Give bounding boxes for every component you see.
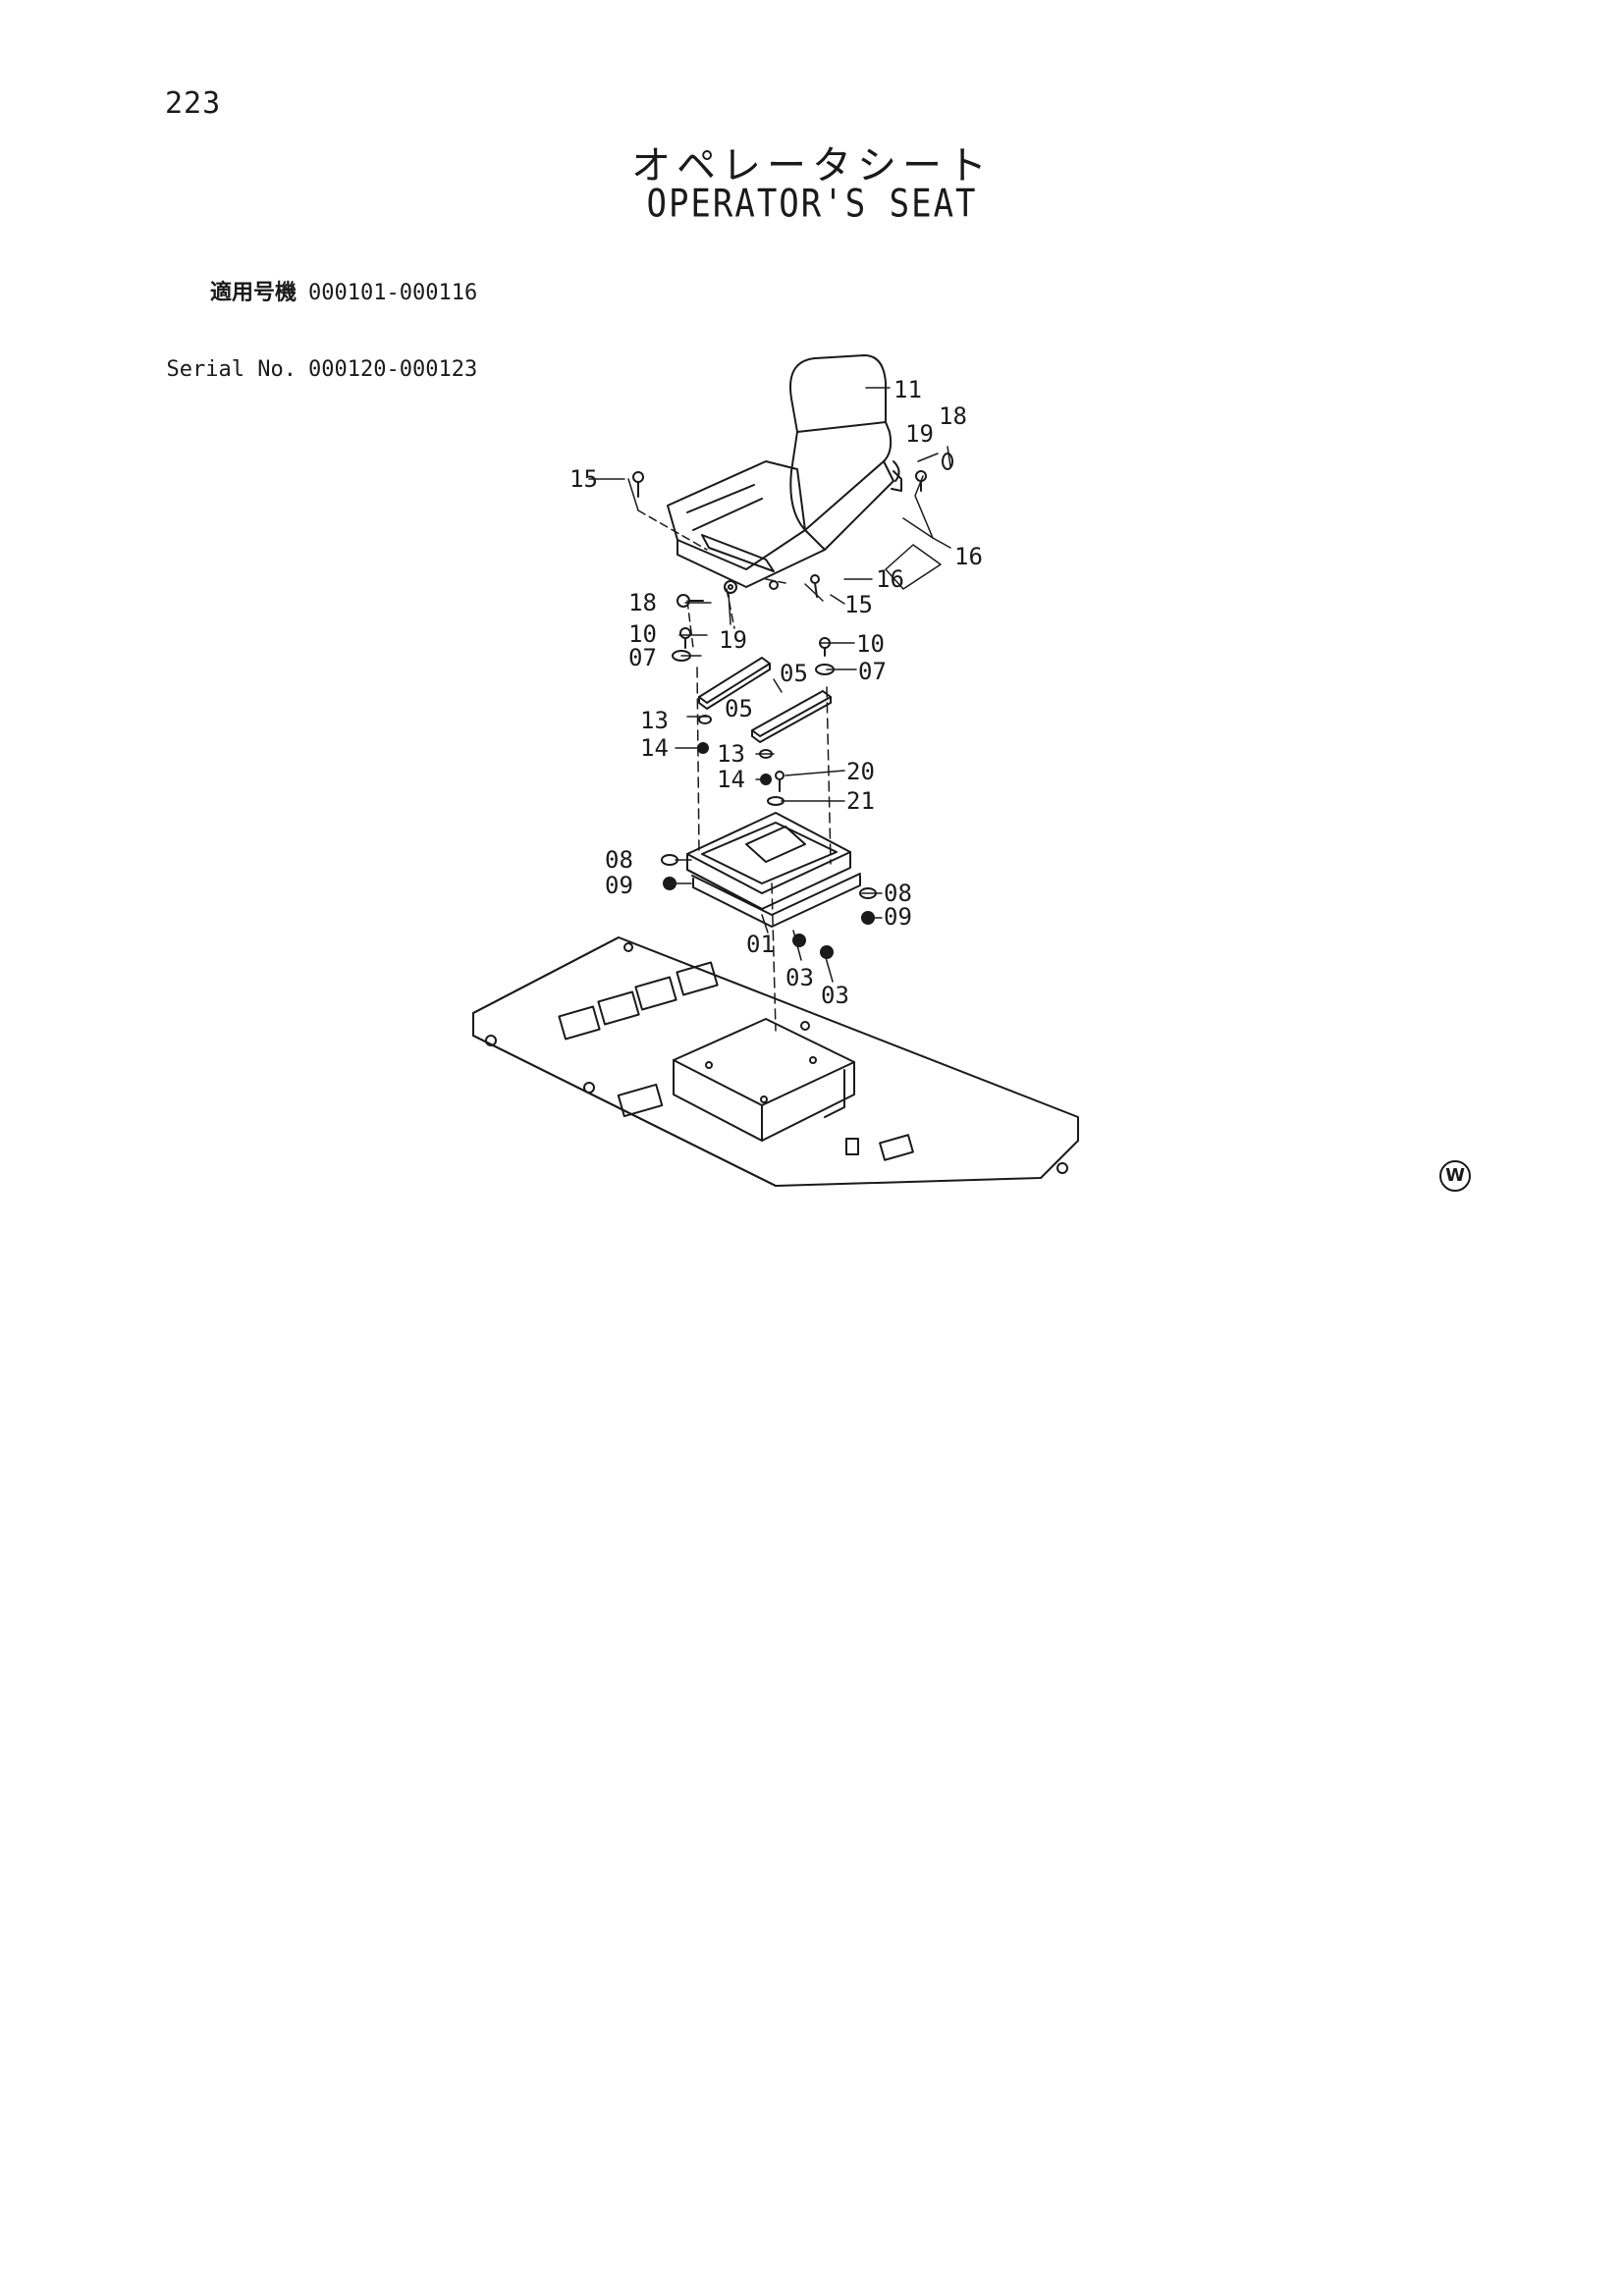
leader-lines: [588, 387, 951, 1032]
watermark-w-icon: W: [1439, 1160, 1471, 1192]
callout-label: 05: [725, 695, 753, 722]
seat-frame: [686, 812, 861, 928]
callout-label: 09: [884, 903, 912, 931]
callout-label: 14: [640, 734, 669, 762]
callout-label: 19: [719, 626, 747, 654]
callout-label: 13: [640, 707, 669, 734]
callout-label: 05: [780, 660, 808, 687]
hardware-parts: [632, 453, 953, 959]
callout-label: 18: [628, 589, 657, 616]
callout-label: 03: [785, 964, 814, 991]
serial-range: 000101-000116: [308, 281, 478, 305]
callout-label: 09: [605, 872, 633, 899]
callout-label: 16: [954, 543, 983, 570]
callout-label: 07: [628, 644, 657, 671]
callout-label: 16: [876, 565, 904, 593]
callout-label: 13: [717, 740, 745, 768]
callout-label: 01: [746, 931, 775, 958]
slide-rails: [698, 657, 832, 743]
callout-labels: 11 18 19 15 16 16 18 19 15 10 10 07 07 0…: [569, 376, 983, 1009]
serial-row-applicable: 適用号機 000101-000116: [159, 281, 477, 306]
exploded-seat-diagram: 11 18 19 15 16 16 18 19 15 10 10 07 07 0…: [472, 354, 1079, 1187]
callout-label: 07: [858, 658, 887, 685]
serial-label: 適用号機: [209, 281, 297, 305]
callout-label: 10: [628, 620, 657, 648]
operator-seat: [667, 354, 902, 588]
callout-label: 08: [884, 880, 912, 907]
serial-block: 適用号機 000101-000116 Serial No. 000120-00012…: [159, 230, 478, 408]
callout-label: 15: [844, 591, 873, 618]
callout-label: 14: [717, 766, 745, 793]
page-title-jp: オペレータシート: [631, 143, 993, 188]
floor-plate: [472, 936, 1079, 1187]
callout-label: 20: [846, 758, 875, 785]
callout-label: 10: [856, 630, 885, 658]
page-number: 223: [165, 86, 222, 121]
callout-label: 19: [905, 420, 934, 448]
callout-label: 21: [846, 787, 875, 815]
callout-label: 08: [605, 846, 633, 874]
callout-label: 15: [569, 465, 598, 493]
callout-label: 18: [939, 402, 967, 430]
page-title-en: OPERATOR'S SEAT: [646, 182, 978, 227]
callout-label: 11: [893, 376, 922, 403]
serial-label: Serial No.: [166, 357, 297, 382]
callout-label: 03: [821, 982, 849, 1009]
serial-row-serial-no: Serial No. 000120-000123: [159, 357, 478, 383]
serial-range: 000120-000123: [308, 357, 478, 382]
